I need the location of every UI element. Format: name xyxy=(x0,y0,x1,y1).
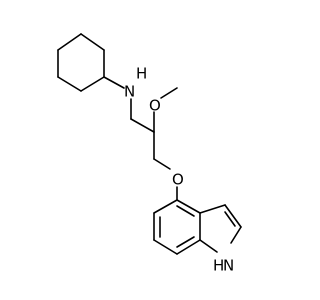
amine-hydrogen-label: H xyxy=(136,65,147,83)
indole-nitrogen-label: N xyxy=(223,257,234,275)
bond xyxy=(199,204,226,214)
bond xyxy=(57,33,82,51)
bond xyxy=(153,158,171,170)
methoxy-oxygen-label: O xyxy=(149,97,161,115)
bond xyxy=(176,199,201,214)
bond xyxy=(153,199,178,214)
bond xyxy=(103,76,125,89)
bond xyxy=(80,33,105,51)
bond xyxy=(57,76,82,92)
cyclohexyl-ring xyxy=(57,33,105,92)
bond xyxy=(176,205,195,217)
bond xyxy=(230,226,242,244)
bond xyxy=(130,118,155,133)
label-indole-nh: H N xyxy=(213,257,234,275)
bond xyxy=(176,239,201,255)
chemical-structure: N H O O H N xyxy=(57,33,242,275)
bond xyxy=(153,239,178,255)
label-amine-nh: N H xyxy=(124,65,147,101)
bond xyxy=(80,76,105,92)
bond xyxy=(224,204,242,228)
side-chain xyxy=(103,76,178,201)
bond xyxy=(199,239,218,253)
bond xyxy=(176,236,195,248)
indole-benzene-ring xyxy=(153,199,201,255)
bond xyxy=(224,211,236,227)
indole-hydrogen-label: H xyxy=(213,257,224,275)
amine-nitrogen-label: N xyxy=(124,83,135,101)
ether-oxygen-label: O xyxy=(172,171,184,189)
indole-pyrrole-ring xyxy=(199,204,242,253)
bond xyxy=(160,87,178,99)
